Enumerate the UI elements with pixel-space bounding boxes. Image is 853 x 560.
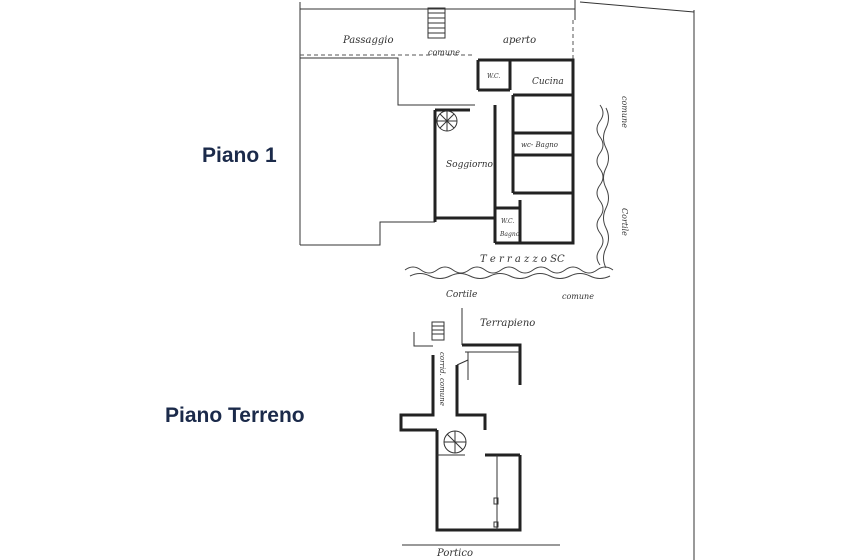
label-wc-bottom: W.C. xyxy=(501,218,514,225)
label-terrapieno: Terrapieno xyxy=(480,318,535,329)
label-cortile-right: Cortile xyxy=(620,208,629,236)
label-portico: Portico xyxy=(436,548,473,559)
sheet-border-corner xyxy=(579,1,695,13)
label-cortile-bottom: Cortile xyxy=(446,290,477,300)
p1-hedge-bottom xyxy=(404,266,614,279)
label-comune-right: comune xyxy=(620,96,629,128)
p1-outline-bottom-left xyxy=(300,221,435,246)
p1-hedge-right xyxy=(596,104,609,269)
label-comune-bottom: comune xyxy=(562,292,594,301)
label-passaggio: Passaggio xyxy=(342,35,394,46)
floor-title-piano-terreno: Piano Terreno xyxy=(165,404,305,427)
pt-walls xyxy=(399,308,522,532)
label-cucina: Cucina xyxy=(532,77,564,87)
label-soggiorno: Soggiorno xyxy=(446,160,494,170)
floor-title-piano-1: Piano 1 xyxy=(202,144,277,167)
p1-outline-left xyxy=(300,57,475,106)
p1-spiral-stair xyxy=(436,110,458,132)
pt-stair-left xyxy=(413,321,445,347)
label-bagno-mid: wc- Bagno xyxy=(521,141,558,149)
label-comune-top: comune xyxy=(428,48,460,57)
label-aperto: aperto xyxy=(503,35,536,46)
label-bagno-bottom: Bagno xyxy=(499,231,520,238)
top-staircase xyxy=(427,7,446,39)
label-terrazzo: T e r r a z z o SC xyxy=(480,254,565,265)
pt-spiral-stair xyxy=(443,430,467,454)
label-corridoio: corrid. comune xyxy=(438,352,446,406)
label-wc-top: W.C. xyxy=(487,73,500,80)
p1-apartment-walls xyxy=(433,58,575,245)
